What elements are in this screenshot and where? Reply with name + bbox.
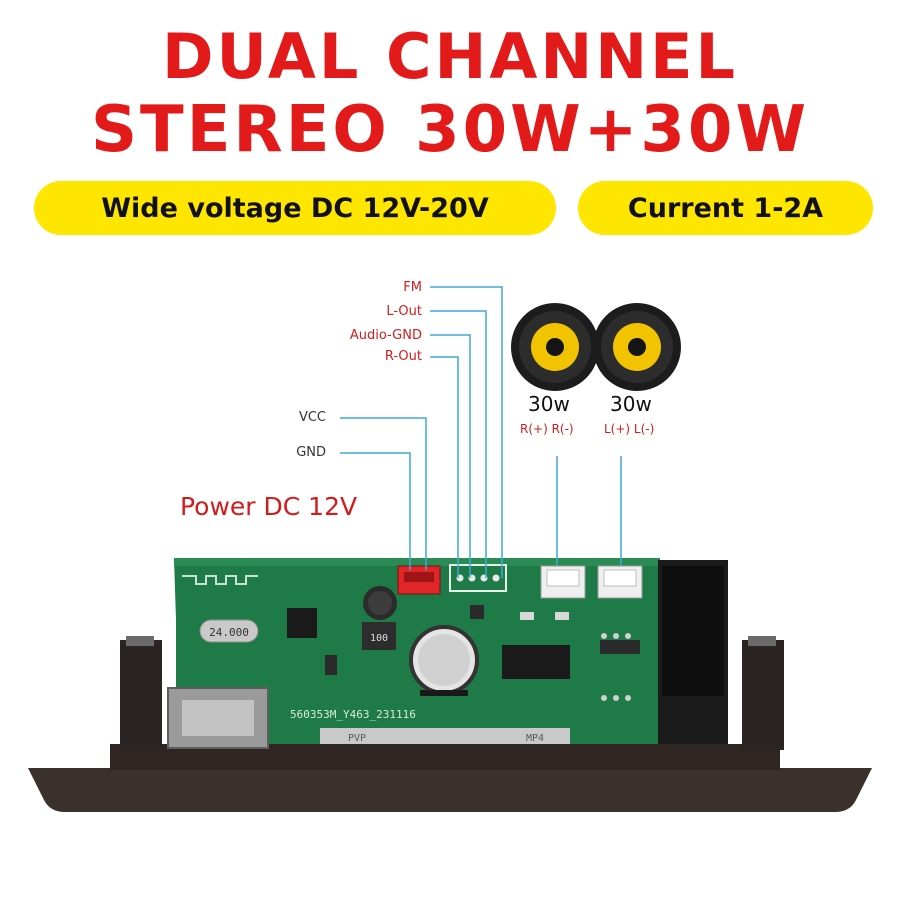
callout-lines	[340, 286, 622, 578]
antenna-trace	[182, 575, 258, 585]
left-speaker-icon	[593, 303, 681, 391]
silkscreen-text: 560353M_Y463_231116	[290, 708, 416, 721]
headline-line-2: STEREO 30W+30W	[90, 93, 810, 167]
card-slot	[320, 728, 570, 744]
headline-line-1: DUAL CHANNEL	[162, 20, 738, 93]
voltage-spec-badge: Wide voltage DC 12V-20V	[34, 181, 556, 235]
power-label: Power DC 12V	[180, 492, 358, 521]
pin-label-r-out: R-Out	[384, 349, 422, 364]
left-speaker-power: 30w	[610, 392, 652, 416]
main-chip	[287, 608, 317, 638]
slot-label-right: MP4	[526, 733, 544, 744]
pin-label-fm: FM	[403, 280, 422, 295]
right-speaker-icon	[511, 303, 599, 391]
audio-header	[449, 564, 507, 592]
pin-label-l-out: L-Out	[386, 304, 422, 319]
left-speaker-pins: L(+) L(-)	[604, 422, 655, 436]
right-speaker-pins: R(+) R(-)	[520, 422, 574, 436]
pin-label-vcc: VCC	[298, 410, 326, 425]
slot-label-left: PVP	[348, 733, 366, 744]
left-mount-clip	[120, 640, 162, 750]
crystal-oscillator	[199, 619, 259, 643]
right-mount-clip	[742, 640, 784, 750]
capacitor-label: 100	[370, 633, 388, 644]
right-speaker-power: 30w	[528, 392, 570, 416]
front-panel	[28, 768, 872, 812]
current-spec-badge: Current 1-2A	[578, 181, 873, 235]
pin-label-gnd: GND	[296, 445, 326, 460]
crystal-label: 24.000	[209, 626, 249, 639]
amplifier-chip	[502, 645, 570, 679]
pin-label-audio-gnd: Audio-GND	[349, 328, 422, 343]
